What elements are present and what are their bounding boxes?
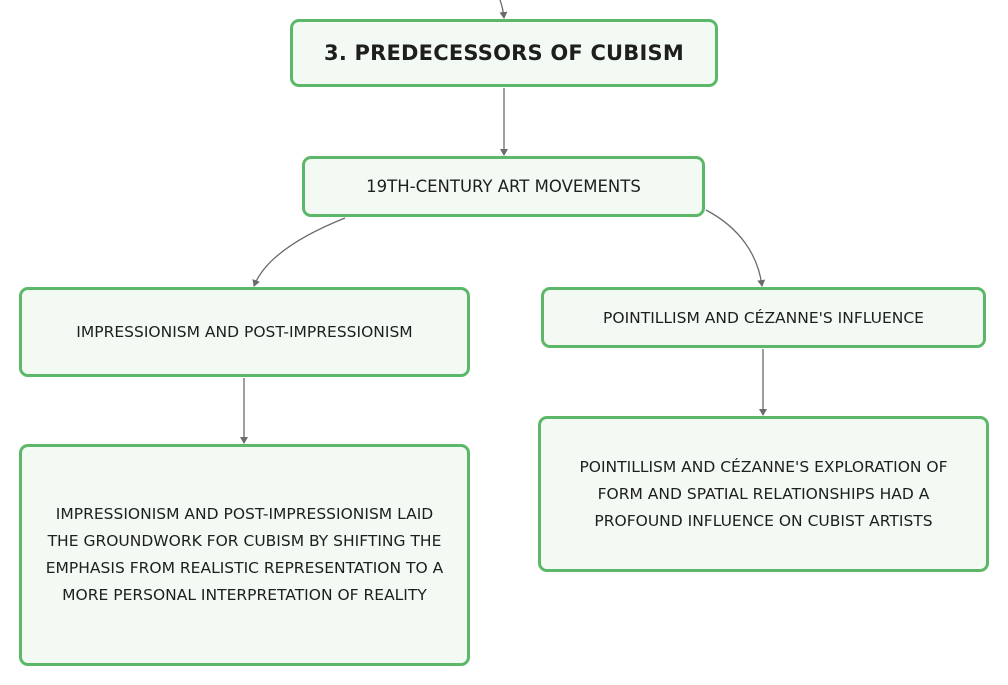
node-label: Impressionism and Post-Impressionism bbox=[76, 323, 413, 341]
connector-art-movements-to-impressionism bbox=[252, 217, 346, 287]
node-pointillism-detail[interactable]: Pointillism and Cézanne's exploration of… bbox=[538, 416, 989, 572]
node-impressionism-detail[interactable]: Impressionism and Post-Impressionism lai… bbox=[19, 444, 470, 666]
node-label: Impressionism and Post-Impressionism lai… bbox=[45, 505, 444, 604]
node-label: Pointillism and Cézanne's exploration of… bbox=[579, 457, 948, 530]
node-label: Pointillism and Cézanne's Influence bbox=[603, 308, 924, 327]
node-predecessors-of-cubism[interactable]: 3. Predecessors of Cubism bbox=[290, 19, 718, 87]
node-pointillism-cezanne[interactable]: Pointillism and Cézanne's Influence bbox=[541, 287, 986, 348]
node-label: 3. Predecessors of Cubism bbox=[324, 41, 684, 65]
connector-art-movements-to-pointillism bbox=[705, 209, 766, 287]
node-label: 19th-Century Art Movements bbox=[366, 177, 641, 196]
connector-parent-to-root bbox=[499, 0, 508, 19]
node-impressionism[interactable]: Impressionism and Post-Impressionism bbox=[19, 287, 470, 377]
node-19th-century-art-movements[interactable]: 19th-Century Art Movements bbox=[302, 156, 705, 217]
